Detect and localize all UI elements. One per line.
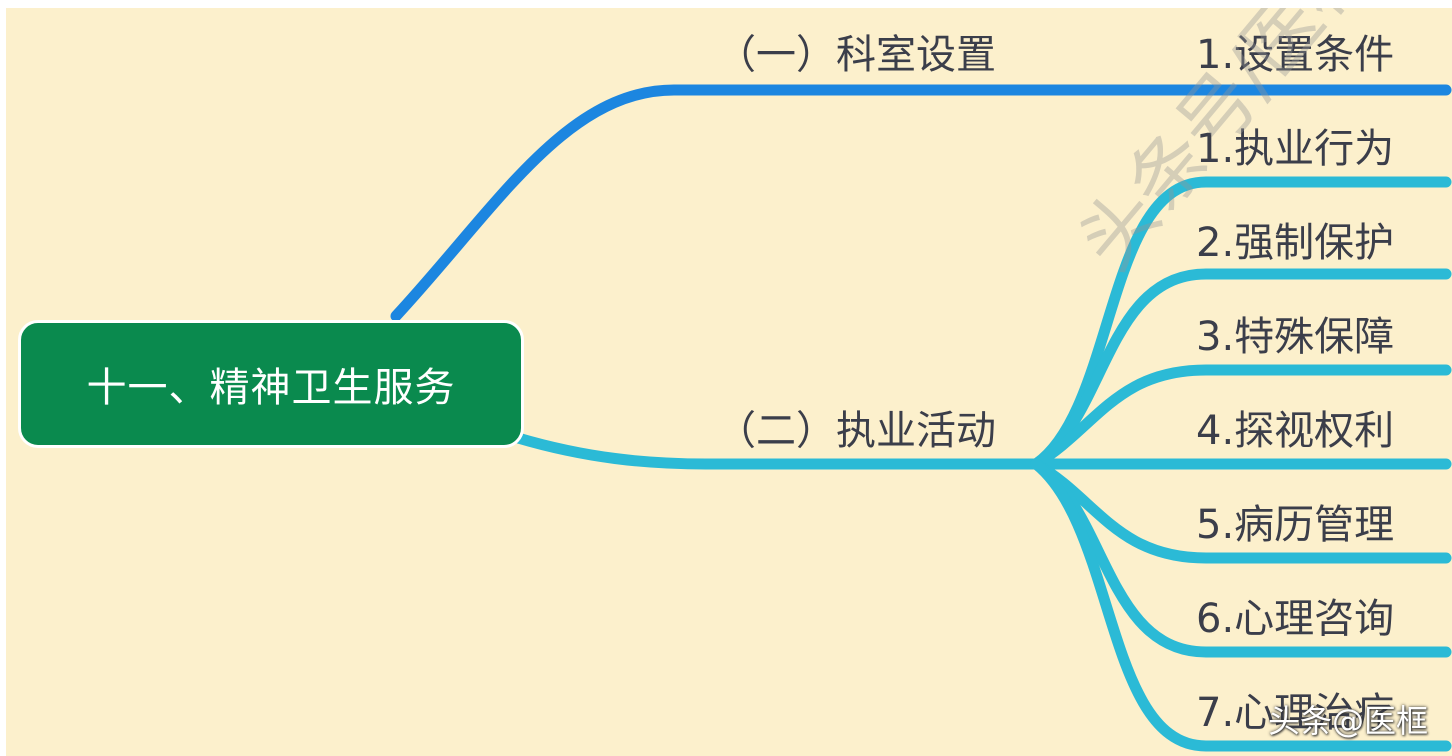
connector-root-branch2: [512, 432, 1042, 470]
leaf-label-2-1[interactable]: 1.执业行为: [1196, 126, 1395, 172]
root-label: 十一、精神卫生服务: [86, 365, 456, 411]
leaf-label-2-4[interactable]: 4.探视权利: [1196, 408, 1395, 454]
leaf-label-2-3[interactable]: 3.特殊保障: [1196, 314, 1395, 360]
leaf-label-2-5[interactable]: 5.病历管理: [1196, 502, 1395, 548]
branch-label-2[interactable]: （二）执业活动: [716, 408, 996, 454]
connector-leaf-7: [1030, 458, 1452, 752]
leaf-label-1-1[interactable]: 1.设置条件: [1196, 32, 1395, 78]
connector-leaf-3: [1030, 364, 1452, 470]
branch-label-1[interactable]: （一）科室设置: [716, 32, 996, 78]
leaf-label-2-7[interactable]: 7.心理治疗: [1196, 690, 1395, 736]
root-node[interactable]: 十一、精神卫生服务: [18, 320, 524, 448]
mindmap-canvas: 十一、精神卫生服务 （一）科室设置 （二）执业活动 1.设置条件 1.执业行为 …: [6, 8, 1452, 756]
mindmap-connectors: [390, 84, 1452, 752]
watermark-corner: 头条@医框: [1267, 702, 1428, 740]
leaf-label-2-6[interactable]: 6.心理咨询: [1196, 596, 1395, 642]
leaf-label-2-2[interactable]: 2.强制保护: [1196, 220, 1395, 266]
connector-root-branch1: [390, 84, 1452, 322]
